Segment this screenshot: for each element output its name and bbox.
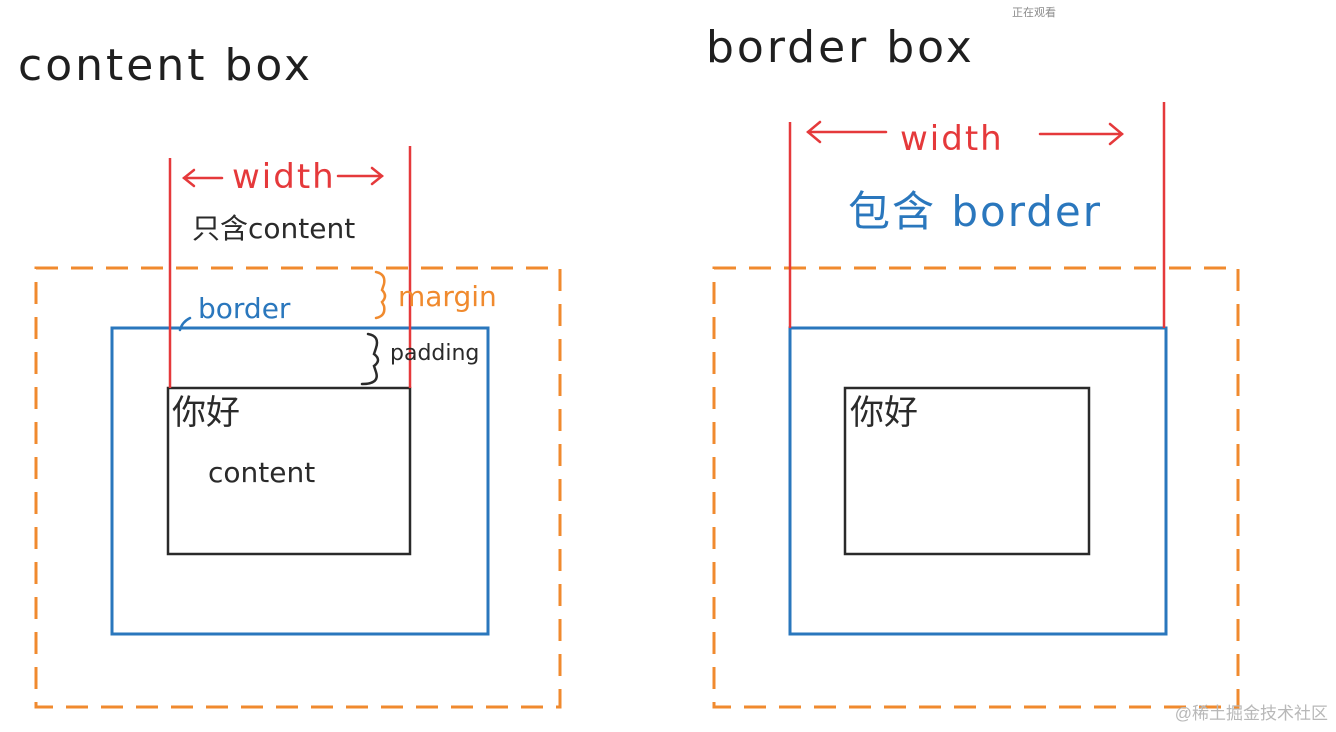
- border-box-width-arrow-right: [1038, 122, 1124, 146]
- border-box-greeting: 你好: [850, 393, 918, 433]
- content-box-margin-outline: [34, 266, 562, 709]
- content-box-border-label: border: [198, 292, 291, 325]
- watching-badge: 正在观看: [1012, 7, 1056, 19]
- border-box-margin-outline: [712, 266, 1240, 709]
- content-box-content-label: content: [208, 456, 315, 489]
- content-box-padding-brace: [360, 332, 380, 386]
- border-box-width-label: width: [900, 119, 1004, 159]
- content-box-greeting: 你好: [172, 393, 240, 433]
- content-box-border-tick: [178, 316, 192, 332]
- border-box-width-arrow-left: [806, 120, 888, 144]
- border-box-includes-border-note: 包含 border: [848, 187, 1102, 236]
- content-box-only-content-note: 只含content: [192, 212, 355, 245]
- content-box-width-arrow-left: [181, 168, 224, 188]
- border-box-content-area: [843, 386, 1091, 556]
- content-box-width-label: width: [232, 157, 336, 197]
- content-box-padding-label: padding: [390, 341, 479, 366]
- content-box-title: content box: [18, 40, 313, 91]
- content-box-margin-label: margin: [398, 280, 497, 313]
- border-box-title: border box: [706, 22, 975, 73]
- content-box-width-arrow-right: [336, 166, 385, 186]
- content-box-panel: content box width 只含content border margi…: [18, 40, 562, 709]
- border-box-border-outline: [788, 326, 1168, 636]
- content-box-border-outline: [110, 326, 490, 636]
- content-box-content-area: [166, 386, 412, 556]
- content-box-margin-brace: [374, 270, 387, 320]
- site-watermark: @稀土掘金技术社区: [1174, 704, 1328, 723]
- border-box-panel: border box width 包含 border 你好: [706, 22, 1240, 709]
